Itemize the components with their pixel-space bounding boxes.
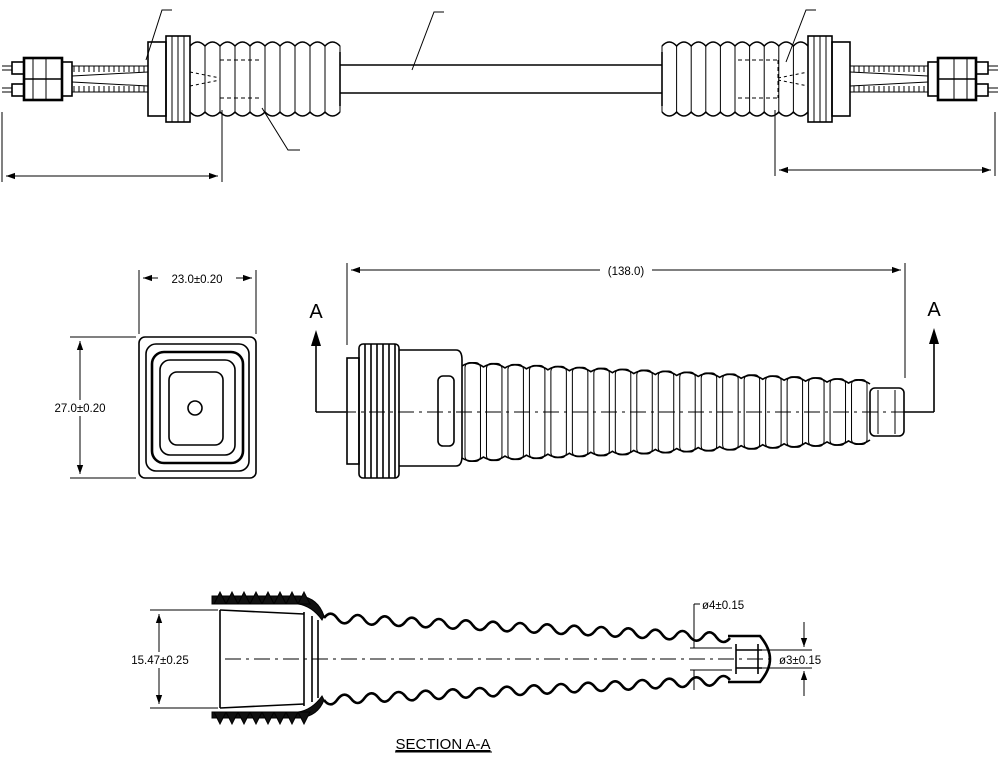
front-width-label: 23.0±0.20 — [171, 274, 222, 286]
tip-outer-dia-dimension: ø4±0.15 — [693, 600, 744, 690]
right-lc-connector — [849, 56, 998, 102]
top-length-dimensions — [1, 110, 996, 182]
front-view: 23.0±0.20 27.0±0.20 — [40, 270, 257, 479]
section-marker-left: A — [309, 301, 346, 413]
boot-length-label: (138.0) — [608, 266, 645, 278]
tip-inner-dia-label: ø3±0.15 — [779, 655, 821, 667]
front-height-dimension: 27.0±0.20 — [40, 336, 136, 479]
side-view: (138.0) A A — [309, 262, 941, 479]
left-boot — [147, 35, 341, 123]
section-view: 15.47±0.25 ø4±0.15 ø3±0.15 SECTION A-A — [118, 590, 821, 753]
front-width-dimension: 23.0±0.20 — [138, 270, 257, 334]
section-bore-dimension: 15.47±0.25 — [118, 609, 218, 709]
left-lc-connector — [2, 56, 149, 102]
cable — [340, 64, 662, 94]
section-letter-left: A — [309, 301, 323, 323]
tip-outer-dia-label: ø4±0.15 — [702, 600, 744, 612]
section-caption: SECTION A-A — [395, 736, 490, 753]
boot-length-dimension: (138.0) — [346, 262, 906, 378]
leader-lines — [145, 9, 816, 151]
cable-assembly-view — [1, 9, 998, 182]
section-letter-right: A — [927, 299, 941, 321]
section-marker-right: A — [904, 299, 941, 413]
section-bore-label: 15.47±0.25 — [131, 655, 188, 667]
right-boot — [661, 35, 851, 123]
tip-inner-dia-dimension: ø3±0.15 — [762, 622, 821, 696]
front-height-label: 27.0±0.20 — [54, 403, 105, 415]
